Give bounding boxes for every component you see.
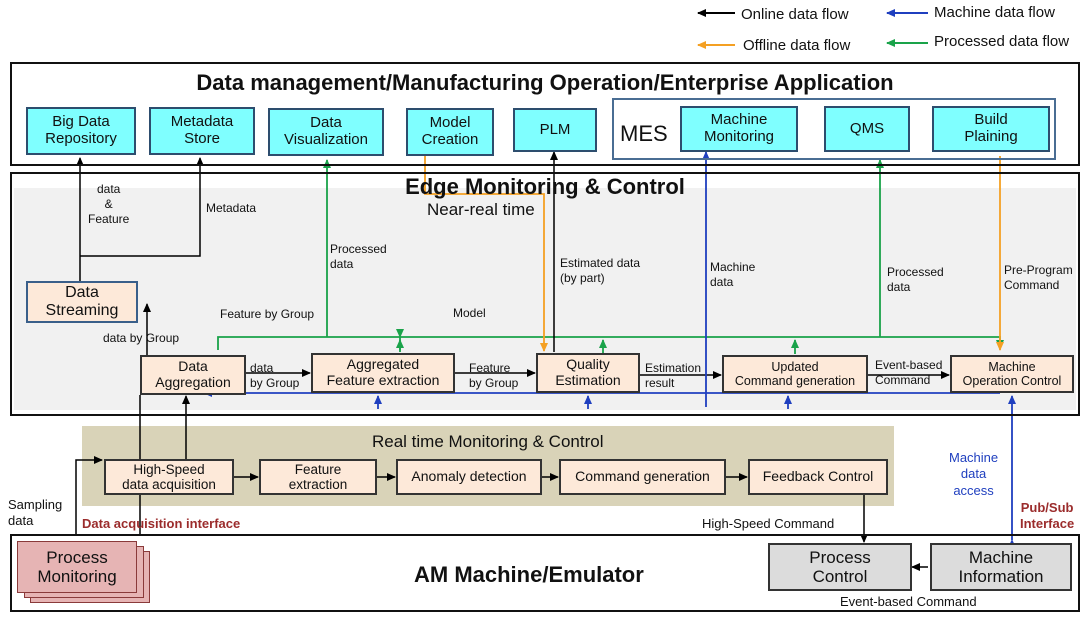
label-model: Model	[453, 306, 486, 320]
label-pre-program: Pre-Program Command	[1004, 263, 1073, 292]
machine-layer-title: AM Machine/Emulator	[414, 562, 644, 587]
machine-layer	[10, 534, 1080, 612]
metadata-store-box: Metadata Store	[149, 107, 255, 155]
label-high-speed-command: High-Speed Command	[702, 516, 835, 531]
aggregated-feature-box: Aggregated Feature extraction	[311, 353, 455, 393]
process-monitoring-box: Process Monitoring	[17, 541, 137, 593]
machine-monitoring-box: Machine Monitoring	[680, 106, 798, 152]
build-plaining-box: Build Plaining	[932, 106, 1050, 152]
label-event-based: Event-based Command	[875, 358, 943, 387]
data-visualization-box: Data Visualization	[268, 108, 384, 156]
process-control-box: Process Control	[768, 543, 912, 591]
label-machine-data: Machine data	[710, 260, 756, 289]
label-feature-by-group-top: Feature by Group	[220, 307, 315, 321]
legend-processed: Processed data flow	[934, 33, 1070, 50]
application-layer	[10, 62, 1080, 166]
anomaly-detection-box: Anomaly detection	[396, 459, 542, 495]
legend-offline: Offline data flow	[743, 37, 851, 54]
realtime-title: Real time Monitoring & Control	[372, 432, 604, 451]
label-data-by-group: data by Group	[250, 361, 300, 390]
application-layer-title: Data management/Manufacturing Operation/…	[196, 70, 894, 95]
label-daq-interface: Data acquisition interface	[82, 516, 241, 531]
machine-information-box: Machine Information	[930, 543, 1072, 591]
updated-command-box: Updated Command generation	[722, 355, 868, 393]
label-processed-data-1: Processed data	[330, 242, 387, 271]
label-data-by-group-top: data by Group	[103, 331, 180, 345]
model-creation-box: Model Creation	[406, 108, 494, 156]
quality-estimation-box: Quality Estimation	[536, 353, 640, 393]
plm-box: PLM	[513, 108, 597, 152]
label-sampling-data: Sampling data	[8, 497, 63, 529]
mes-group	[612, 98, 1056, 160]
label-machine-data-access: Machine data access	[949, 450, 999, 498]
label-estimated-data: Estimated data (by part)	[560, 256, 641, 285]
edge-layer	[10, 172, 1080, 416]
data-streaming-box: Data Streaming	[26, 281, 138, 323]
legend-online: Online data flow	[741, 6, 849, 23]
qms-box: QMS	[824, 106, 910, 152]
feedback-control-box: Feedback Control	[748, 459, 888, 495]
label-processed-data-2: Processed data	[887, 265, 944, 294]
edge-layer-title: Edge Monitoring & Control	[405, 174, 685, 199]
feature-extraction-box: Feature extraction	[259, 459, 377, 495]
label-feature-by-group: Feature by Group	[469, 361, 519, 390]
label-data-feature: data & Feature	[88, 182, 130, 226]
hs-acquisition-box: High-Speed data acquisition	[104, 459, 234, 495]
legend-machine: Machine data flow	[934, 4, 1055, 21]
label-estimation-result: Estimation result	[645, 361, 702, 390]
data-aggregation-box: Data Aggregation	[140, 355, 246, 395]
label-pubsub: Pub/Sub Interface	[1020, 500, 1075, 532]
machine-operation-box: Machine Operation Control	[950, 355, 1074, 393]
command-generation-box: Command generation	[559, 459, 726, 495]
label-event-based-command: Event-based Command	[840, 594, 977, 609]
big-data-repository-box: Big Data Repository	[26, 107, 136, 155]
mes-label: MES	[620, 121, 668, 146]
edge-layer-subtitle: Near-real time	[427, 200, 535, 219]
label-metadata: Metadata	[206, 201, 257, 215]
